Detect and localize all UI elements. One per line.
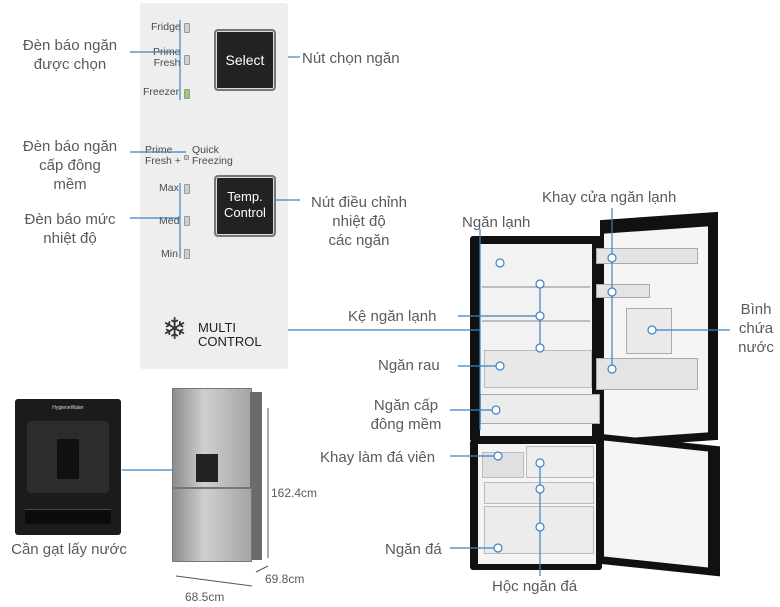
- min-led: [184, 249, 190, 259]
- fridge-exterior-image: [172, 388, 262, 566]
- control-panel: Fridge Prime Fresh Freezer Select Prime …: [140, 3, 288, 369]
- height-dimension: 162.4cm: [271, 486, 318, 500]
- med-level-label: Med: [159, 215, 180, 227]
- select-button-label: Nút chọn ngăn: [302, 50, 400, 67]
- freezer-compartment-label: Ngăn đá: [385, 541, 442, 558]
- snowflake-icon: ❄: [162, 313, 188, 346]
- dispenser-brand-text: HygieneWater: [52, 405, 84, 411]
- prime-fresh-led: [184, 55, 190, 65]
- temperature-level-indicator-label: Đèn báo mức nhiệt độ: [24, 211, 116, 247]
- soft-freeze-indicator-label: Đèn báo ngăn cấp đông mềm: [22, 138, 118, 193]
- depth-dimension: 69.8cm: [265, 572, 305, 586]
- min-level-label: Min: [161, 248, 178, 260]
- soft-freeze-compartment-label: Ngăn cấp đông mềm: [370, 397, 442, 433]
- ice-tray-label: Khay làm đá viên: [320, 449, 436, 466]
- fridge-door-tray-label: Khay cửa ngăn lạnh: [542, 189, 677, 206]
- vegetable-drawer-label: Ngăn rau: [378, 357, 440, 374]
- prime-fresh-plus-led: [184, 155, 189, 160]
- fridge-led: [184, 23, 190, 33]
- max-level-label: Max: [159, 182, 179, 194]
- freezer-drawer-label: Hộc ngăn đá: [492, 578, 578, 595]
- quick-freezing-label: Quick Freezing: [192, 144, 233, 167]
- water-tank-label: Bình chứa nước: [738, 301, 774, 356]
- selected-compartment-indicator-label: Đèn báo ngăn được chọn: [22, 37, 118, 73]
- freezer-indicator-label: Freezer: [143, 86, 180, 98]
- temperature-adjust-button-label: Nút điều chỉnh nhiệt độ các ngăn: [311, 194, 407, 249]
- width-dimension: 68.5cm: [185, 590, 225, 604]
- fridge-compartment-label: Ngăn lạnh: [462, 214, 531, 231]
- freezer-led: [184, 89, 190, 99]
- select-button[interactable]: Select: [214, 29, 276, 91]
- fridge-indicator-label: Fridge: [151, 21, 181, 33]
- water-dispenser-image: HygieneWater: [15, 399, 121, 535]
- multi-control-logo: MULTI CONTROL: [198, 320, 262, 349]
- med-led: [184, 216, 190, 226]
- temp-control-button[interactable]: Temp. Control: [214, 175, 276, 237]
- water-lever-label: Cần gạt lấy nước: [11, 541, 127, 558]
- max-led: [184, 184, 190, 194]
- fridge-shelf-label: Kệ ngăn lạnh: [348, 308, 437, 325]
- prime-fresh-plus-label: Prime Fresh +: [145, 144, 181, 167]
